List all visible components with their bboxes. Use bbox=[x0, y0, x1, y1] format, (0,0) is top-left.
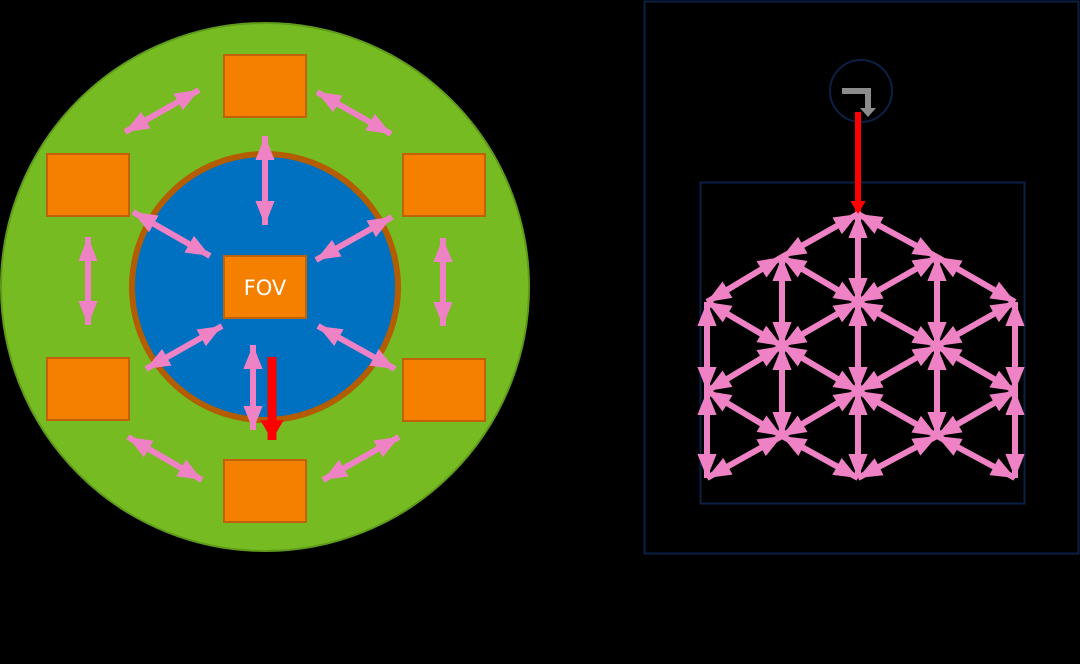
double-arrow bbox=[780, 388, 860, 439]
double-arrow bbox=[780, 211, 860, 260]
double-arrow bbox=[314, 214, 394, 263]
double-arrow bbox=[780, 343, 860, 394]
double-arrow bbox=[705, 299, 784, 349]
double-arrow bbox=[856, 388, 939, 439]
double-arrow bbox=[935, 343, 1017, 394]
fov-tile bbox=[223, 255, 307, 319]
double-arrow bbox=[316, 323, 397, 372]
double-arrow bbox=[856, 433, 939, 481]
double-arrow bbox=[126, 434, 204, 483]
double-arrow bbox=[131, 209, 212, 259]
tile bbox=[402, 358, 486, 422]
lattice-diagram bbox=[643, 0, 1080, 555]
double-arrow bbox=[123, 87, 201, 135]
double-arrow bbox=[705, 388, 784, 439]
double-arrow bbox=[705, 343, 784, 394]
turn-down-right-icon bbox=[842, 88, 876, 117]
double-arrow bbox=[935, 433, 1017, 481]
tile bbox=[223, 54, 307, 118]
double-arrow bbox=[315, 89, 393, 137]
double-arrow bbox=[780, 299, 860, 349]
double-arrow bbox=[935, 299, 1017, 349]
double-arrow bbox=[935, 388, 1017, 439]
tile bbox=[46, 153, 130, 217]
outer-frame bbox=[643, 0, 1080, 555]
double-arrow bbox=[935, 254, 1017, 305]
double-arrow bbox=[780, 433, 860, 481]
double-arrow bbox=[856, 211, 939, 260]
double-arrow bbox=[321, 434, 401, 483]
tile bbox=[223, 459, 307, 523]
fov-ring-diagram: FOV bbox=[0, 22, 530, 552]
double-arrow bbox=[780, 254, 860, 305]
double-arrow bbox=[705, 433, 784, 481]
fov-label: FOV bbox=[244, 276, 287, 300]
double-arrow bbox=[856, 254, 939, 305]
double-arrow bbox=[856, 343, 939, 394]
tile bbox=[46, 357, 130, 421]
tile bbox=[402, 153, 486, 217]
double-arrow bbox=[856, 299, 939, 349]
double-arrow bbox=[144, 323, 224, 372]
double-arrow bbox=[705, 254, 784, 305]
